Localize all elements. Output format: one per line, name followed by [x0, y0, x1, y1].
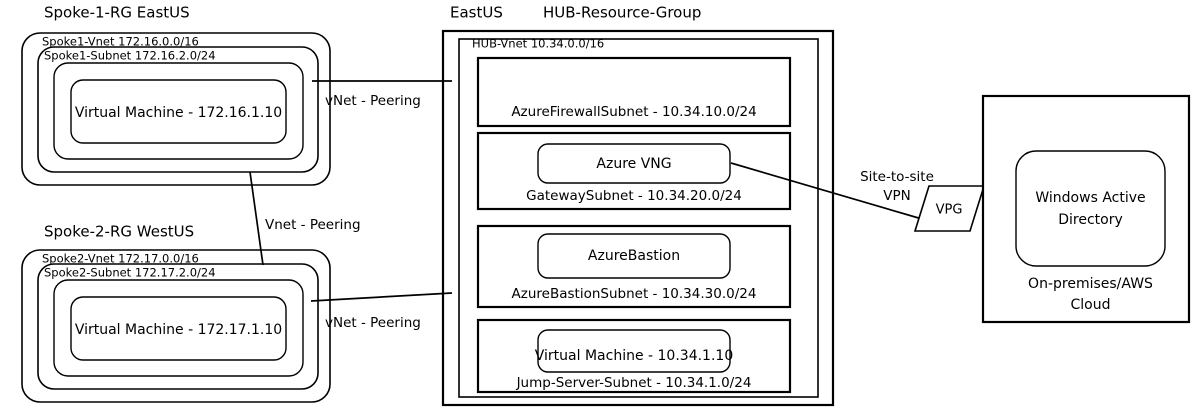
connections-group: vNet - Peering Vnet - Peering vNet - Pee…: [249, 80, 986, 331]
hub-vnet-label: HUB-Vnet 10.34.0.0/16: [472, 37, 604, 51]
spoke2-group: Spoke-2-RG WestUS Spoke2-Vnet 172.17.0.0…: [21, 223, 331, 403]
spoke2-vm-box[interactable]: [70, 296, 287, 361]
onprem-resource-label-line1: Windows Active: [1035, 190, 1145, 206]
connector-peering-spoke2-hub: [310, 292, 453, 302]
subnet-label-gatewaysubnet: GatewaySubnet - 10.34.20.0/24: [526, 188, 742, 204]
onprem-caption-line2: Cloud: [1071, 297, 1111, 313]
spoke2-heading: Spoke-2-RG WestUS: [44, 223, 194, 241]
connector-label-site-to-site-vpn-line2: VPN: [883, 188, 910, 204]
resource-label-azure-vng: Azure VNG: [596, 156, 671, 172]
vpg-group[interactable]: VPG: [913, 185, 986, 232]
connector-site-to-site-vpn: [730, 162, 923, 220]
onprem-resource-label-line2: Directory: [1058, 212, 1123, 228]
connector-label-peering-spoke2-hub: vNet - Peering: [325, 315, 421, 331]
hub-region-label: EastUS: [450, 4, 503, 22]
resource-box-windows-active-directory[interactable]: [1015, 150, 1166, 267]
subnet-label-azurebastionsubnet: AzureBastionSubnet - 10.34.30.0/24: [512, 286, 757, 302]
spoke1-vm-label: Virtual Machine - 172.16.1.10: [75, 105, 282, 121]
connector-label-peering-spoke1-hub: vNet - Peering: [325, 93, 421, 109]
vpg-shape[interactable]: [913, 185, 986, 232]
spoke1-vnet-label: Spoke1-Vnet 172.16.0.0/16: [42, 35, 199, 49]
resource-label-azurebastion: AzureBastion: [588, 248, 680, 264]
subnet-label-azurefirewallsubnet: AzureFirewallSubnet - 10.34.10.0/24: [511, 104, 756, 120]
vpg-label: VPG: [936, 203, 963, 218]
spoke1-group: Spoke-1-RG EastUS Spoke1-Vnet 172.16.0.0…: [21, 4, 331, 186]
spoke1-heading: Spoke-1-RG EastUS: [44, 4, 190, 22]
onprem-group: Windows Active Directory On-premises/AWS…: [981, 94, 1191, 324]
onprem-caption-line1: On-premises/AWS: [1028, 276, 1153, 292]
connector-peering-spoke1-spoke2: [249, 171, 264, 266]
connector-label-peering-spoke1-spoke2: Vnet - Peering: [265, 217, 361, 233]
subnet-box-azurefirewallsubnet[interactable]: [476, 56, 792, 128]
resource-box-jump-server-vm[interactable]: [537, 329, 731, 373]
hub-group: EastUS HUB-Resource-Group HUB-Vnet 10.34…: [441, 4, 835, 407]
spoke1-subnet-label: Spoke1-Subnet 172.16.2.0/24: [44, 49, 216, 63]
spoke2-vm-label: Virtual Machine - 172.17.1.10: [75, 322, 282, 338]
resource-label-jump-server-vm: Virtual Machine - 10.34.1.10: [535, 348, 733, 364]
resource-box-azurebastion[interactable]: [537, 233, 731, 279]
hub-heading: HUB-Resource-Group: [543, 4, 701, 22]
spoke1-vm-box[interactable]: [70, 79, 287, 144]
resource-box-azure-vng[interactable]: [537, 143, 731, 184]
subnet-label-jump-server-subnet: Jump-Server-Subnet - 10.34.1.0/24: [516, 375, 752, 391]
spoke2-subnet-label: Spoke2-Subnet 172.17.2.0/24: [44, 266, 216, 280]
spoke2-vnet-label: Spoke2-Vnet 172.17.0.0/16: [42, 252, 199, 266]
connector-label-site-to-site-vpn-line1: Site-to-site: [860, 169, 934, 185]
